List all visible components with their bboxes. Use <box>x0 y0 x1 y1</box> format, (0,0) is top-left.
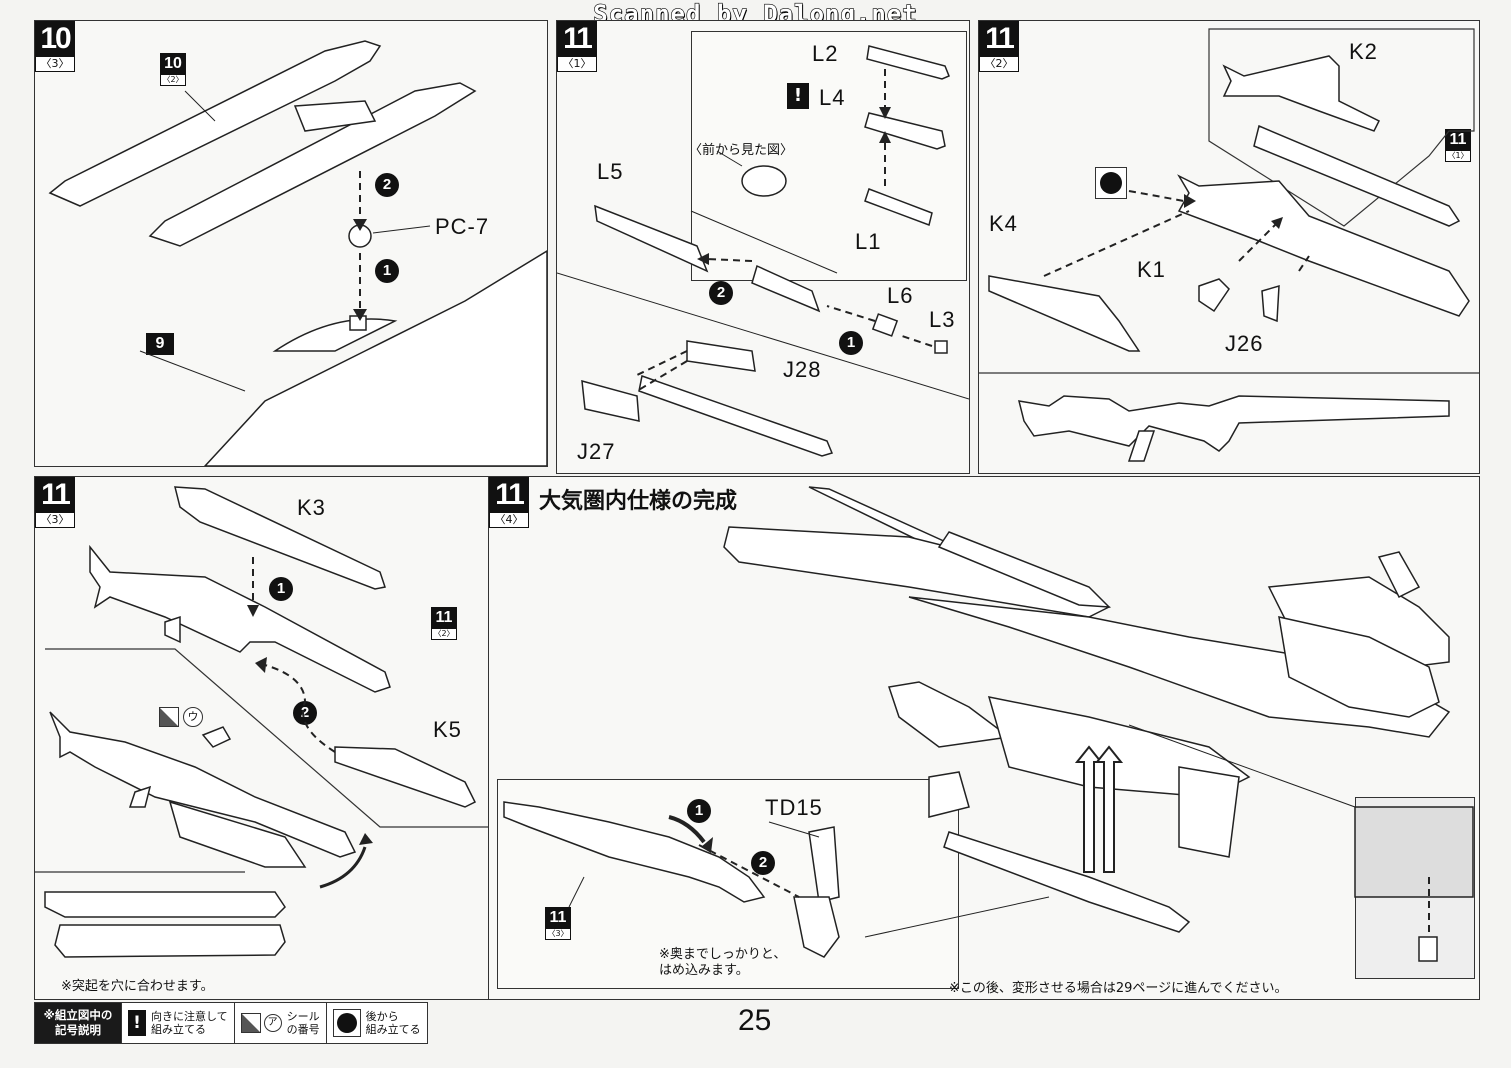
back-assembly-icon <box>332 1009 361 1037</box>
ref-step-11-3: 11 〈3〉 <box>545 907 571 940</box>
part-label-l3: L3 <box>929 307 956 332</box>
step-number: 11 〈2〉 <box>979 21 1019 72</box>
panel-title: 大気圏内仕様の完成 <box>539 489 738 514</box>
part-label-k4: K4 <box>989 211 1018 236</box>
step-bullet-2: 2 <box>751 851 775 875</box>
exclamation-icon: ! <box>128 1010 146 1036</box>
step-number: 10 〈3〉 <box>35 21 75 72</box>
part-label-l4: L4 <box>819 85 846 110</box>
part-label-l6: L6 <box>887 283 914 308</box>
front-view-label: 〈前から見た図〉 <box>689 143 794 158</box>
legend-item-back-assembly: 後から 組み立てる <box>327 1003 427 1043</box>
step-bullet-1: 1 <box>839 331 863 355</box>
part-label-j27: J27 <box>577 439 616 464</box>
part-label-k5: K5 <box>433 717 462 742</box>
step-bullet-1: 1 <box>269 577 293 601</box>
step-number: 11 〈4〉 <box>489 477 529 528</box>
sticker-number: ウ <box>183 707 203 727</box>
barrel-assembly-drawing <box>557 45 969 457</box>
legend-item-orientation: ! 向きに注意して 組み立てる <box>122 1003 235 1043</box>
symbol-legend: ※組立図中の 記号説明 ! 向きに注意して 組み立てる ア シール の番号 後か… <box>34 1002 428 1044</box>
sticker-icon <box>159 707 179 727</box>
ref-step-9: 9 <box>146 333 174 355</box>
panel-step-11-3: 11 〈3〉 K3 11 〈2〉 K5 1 2 ウ ※突起を穴に合わせます。 <box>34 476 490 1000</box>
step-number: 11 〈3〉 <box>35 477 75 528</box>
step-bullet-2: 2 <box>375 173 399 197</box>
part-label-k1: K1 <box>1137 257 1166 282</box>
note-align-peg: ※突起を穴に合わせます。 <box>61 979 214 994</box>
part-label-k3: K3 <box>297 495 326 520</box>
part-label-l2: L2 <box>812 41 839 66</box>
legend-title: ※組立図中の 記号説明 <box>35 1003 122 1043</box>
part-label-l1: L1 <box>855 229 882 254</box>
panel-step-11-1: 11 〈1〉 L2 L4 ! 〈前から見た図〉 L1 L5 L6 L3 J28 … <box>556 20 970 474</box>
part-label-j28: J28 <box>783 357 822 382</box>
panel-step-11-2: 11 〈2〉 K2 11 〈1〉 K4 K1 J26 <box>978 20 1480 474</box>
weapon-pod-assembly-drawing <box>48 40 547 466</box>
ref-step-11-2: 11 〈2〉 <box>431 607 457 640</box>
ref-step-10-2: 10 〈2〉 <box>160 53 186 86</box>
ref-step-11-1: 11 〈1〉 <box>1445 129 1471 162</box>
completed-fighter-drawing <box>503 486 1474 962</box>
exclamation-icon: ! <box>787 83 809 109</box>
part-label-k2: K2 <box>1349 39 1378 64</box>
part-label-j26: J26 <box>1225 331 1264 356</box>
part-label-l5: L5 <box>597 159 624 184</box>
note-insert-fully: ※奥までしっかりと、 はめ込みます。 <box>659 947 787 978</box>
part-label-td15: TD15 <box>765 795 823 820</box>
step-bullet-1: 1 <box>375 259 399 283</box>
legend-item-sticker: ア シール の番号 <box>235 1003 327 1043</box>
note-transform: ※この後、変形させる場合は29ページに進んでください。 <box>949 981 1288 996</box>
step-bullet-1: 1 <box>687 799 711 823</box>
sticker-number: ア <box>263 1014 282 1032</box>
part-label-pc7: PC-7 <box>435 214 490 239</box>
rifle-assembly-drawing <box>979 28 1479 462</box>
page-number: 25 <box>738 1004 772 1037</box>
panel-step-11-4: 11 〈4〉 大気圏内仕様の完成 TD15 1 2 11 〈3〉 ※奥までしっか… <box>488 476 1480 1000</box>
step-number: 11 〈1〉 <box>557 21 597 72</box>
step-bullet-2: 2 <box>709 281 733 305</box>
sticker-icon <box>240 1013 261 1033</box>
rifle-cover-assembly-drawing <box>35 486 489 958</box>
panel-step-10-3: 10 〈3〉 10 〈2〉 9 PC-7 2 1 <box>34 20 548 467</box>
back-assembly-icon <box>1095 167 1127 199</box>
